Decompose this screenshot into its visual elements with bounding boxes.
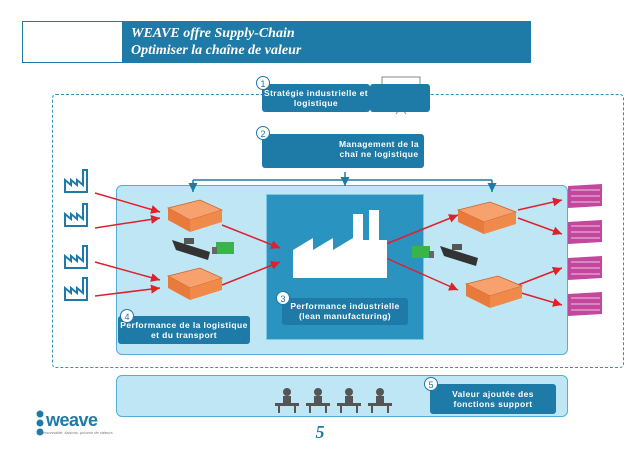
supplier-factory-icon	[64, 277, 88, 301]
inbound-flow-arrows	[94, 192, 563, 307]
step-number-5: 5	[424, 377, 438, 391]
weave-logo-tagline: Personnalité, liaisons, pouvoir de valeu…	[40, 430, 113, 435]
strategy-box-tail	[370, 84, 430, 112]
management-connector	[188, 172, 497, 192]
warehouse-icon	[456, 201, 518, 234]
management-box-bg	[262, 134, 424, 168]
header-title-bar: WEAVE offre Supply-Chain Optimiser la ch…	[123, 21, 531, 63]
ship-icon	[440, 244, 478, 266]
support-functions-box: Valeur ajoutée des fonctions support	[430, 384, 556, 414]
supplier-factory-icon	[64, 203, 88, 227]
product-roll-icon	[568, 184, 602, 208]
product-roll-icon	[568, 256, 602, 280]
warehouse-icon	[464, 275, 524, 308]
weave-logo-mark	[36, 410, 44, 436]
factory-icon	[293, 210, 387, 278]
industrial-performance-label: Performance industrielle (lean manufactu…	[290, 301, 400, 321]
header-title-line2: Optimiser la chaîne de valeur	[131, 43, 302, 58]
support-functions-label: Valeur ajoutée des fonctions support	[452, 389, 534, 409]
ship-icon	[172, 238, 210, 260]
logistics-transport-label: Performance de la logistique et du trans…	[120, 320, 248, 340]
step-number-3: 3	[276, 291, 290, 305]
management-box: Management de la chaî ne logistique	[336, 139, 422, 167]
weave-logo-text: weave	[46, 410, 98, 430]
logistics-transport-box: Performance de la logistique et du trans…	[118, 316, 250, 344]
truck-icon	[212, 242, 234, 254]
step-number-1: 1	[256, 76, 270, 90]
header-logo-area	[22, 21, 123, 63]
supplier-factory-icon	[64, 245, 88, 269]
office-worker-icon	[337, 388, 361, 413]
product-roll-icon	[568, 220, 602, 244]
step-number-4: 4	[120, 309, 134, 323]
strategy-box: Stratégie industrielle et logistique	[262, 84, 370, 112]
page-number: 5	[315, 422, 325, 442]
step-number-2: 2	[256, 126, 270, 140]
warehouse-icon	[166, 199, 224, 232]
warehouse-icon	[166, 267, 224, 300]
supplier-factory-icon	[64, 169, 88, 193]
management-label: Management de la chaî ne logistique	[338, 139, 420, 159]
office-worker-icon	[275, 388, 299, 413]
product-roll-icon	[568, 292, 602, 316]
industrial-performance-box: Performance industrielle (lean manufactu…	[282, 298, 408, 325]
office-worker-icon	[306, 388, 330, 413]
office-worker-icon	[368, 388, 392, 413]
header-title-line1: WEAVE offre Supply-Chain	[131, 26, 295, 41]
truck-icon	[412, 246, 434, 258]
strategy-label: Stratégie industrielle et logistique	[264, 88, 368, 108]
